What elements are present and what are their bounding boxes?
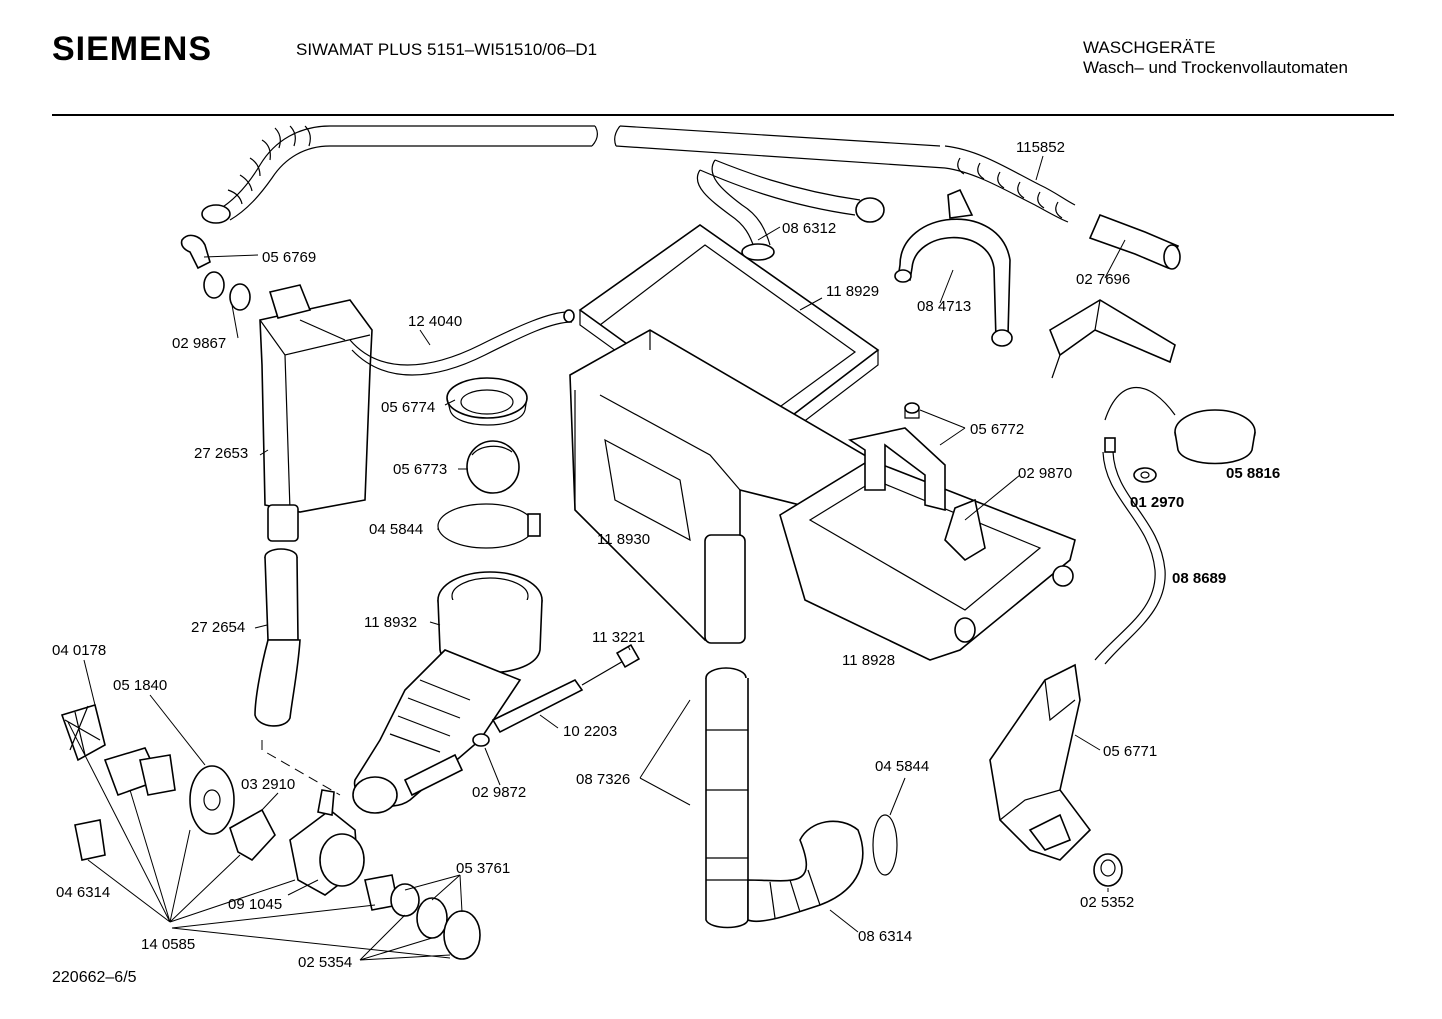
pressure-hose-drawing xyxy=(1094,451,1166,665)
part-number-labels: 115852 05 6769 08 6312 11 8929 08 4713 0… xyxy=(52,139,1280,971)
drawer-housing-drawing xyxy=(569,329,892,644)
part-label-056773: 05 6773 xyxy=(393,461,447,478)
drain-tube-drawing xyxy=(705,667,749,929)
drain-hose-drawing xyxy=(201,125,1076,224)
part-label-118929: 11 8929 xyxy=(826,283,879,300)
part-label-056771: 05 6771 xyxy=(1103,743,1157,760)
detergent-drawer-drawing xyxy=(779,402,1076,661)
hose-nozzle-drawing xyxy=(1088,213,1181,270)
part-label-029867: 02 9867 xyxy=(172,335,226,352)
header-divider xyxy=(52,114,1394,116)
category-subtitle: Wasch– und Trockenvollautomaten xyxy=(1083,58,1348,77)
part-label-051840: 05 1840 xyxy=(113,677,167,694)
hose-clamp-drawing xyxy=(894,188,1013,347)
part-label-056769: 05 6769 xyxy=(262,249,316,266)
document-number: 220662–6/5 xyxy=(52,969,137,986)
part-label-053761: 05 3761 xyxy=(456,860,510,877)
drain-pump-drawing xyxy=(60,703,1123,960)
part-label-025352: 02 5352 xyxy=(1080,894,1134,911)
part-label-056772: 05 6772 xyxy=(970,421,1024,438)
part-label-086312: 08 6312 xyxy=(782,220,836,237)
part-label-029872: 02 9872 xyxy=(472,784,526,801)
part-label-027696: 02 7696 xyxy=(1076,271,1130,288)
part-label-115852: 115852 xyxy=(1016,139,1065,156)
hose-clip-drawing xyxy=(437,503,541,549)
part-label-091045: 09 1045 xyxy=(228,896,282,913)
part-label-084713: 08 4713 xyxy=(917,298,971,315)
part-label-087326: 08 7326 xyxy=(576,771,630,788)
part-label-086314: 08 6314 xyxy=(858,928,912,945)
part-label-118928: 11 8928 xyxy=(842,652,895,669)
part-label-272654: 27 2654 xyxy=(191,619,245,636)
leader-lines xyxy=(67,155,1126,961)
bellows-seal-drawing xyxy=(446,377,528,426)
mounting-bracket-drawing xyxy=(1049,299,1176,379)
part-label-113221: 11 3221 xyxy=(592,629,645,646)
hose-connector-drawing xyxy=(472,643,641,747)
overflow-hose-drawing xyxy=(349,309,575,376)
part-label-118930: 11 8930 xyxy=(597,531,650,548)
bellows-hose-drawing xyxy=(747,814,898,923)
part-label-045844-top: 04 5844 xyxy=(369,521,423,538)
part-label-029870: 02 9870 xyxy=(1018,465,1072,482)
part-label-045844-bottom: 04 5844 xyxy=(875,758,929,775)
part-label-088689: 08 8689 xyxy=(1172,570,1226,587)
curved-hose-drawing xyxy=(696,159,885,261)
part-label-040178: 04 0178 xyxy=(52,642,106,659)
part-label-012970: 01 2970 xyxy=(1130,494,1184,511)
part-label-102203: 10 2203 xyxy=(563,723,617,740)
part-label-272653: 27 2653 xyxy=(194,445,248,462)
brand-logo: SIEMENS xyxy=(52,30,213,68)
part-label-058816: 05 8816 xyxy=(1226,465,1280,482)
model-title: SIWAMAT PLUS 5151–WI51510/06–D1 xyxy=(296,40,598,59)
pressure-switch-drawing xyxy=(1104,387,1256,483)
sump-housing-drawing xyxy=(352,571,543,814)
part-label-056774: 05 6774 xyxy=(381,399,435,416)
connector-hose-drawing xyxy=(254,548,341,796)
part-label-032910: 03 2910 xyxy=(241,776,295,793)
elbow-and-seals-drawing xyxy=(180,234,251,311)
heater-bracket-drawing xyxy=(989,663,1092,861)
part-label-046314: 04 6314 xyxy=(56,884,110,901)
category-title: WASCHGERÄTE xyxy=(1083,38,1216,57)
ball-valve-drawing xyxy=(466,440,520,494)
part-label-124040: 12 4040 xyxy=(408,313,462,330)
part-label-140585: 14 0585 xyxy=(141,936,195,953)
dispenser-tank-drawing xyxy=(259,284,373,542)
part-label-025354: 02 5354 xyxy=(298,954,352,971)
part-label-118932: 11 8932 xyxy=(364,614,417,631)
